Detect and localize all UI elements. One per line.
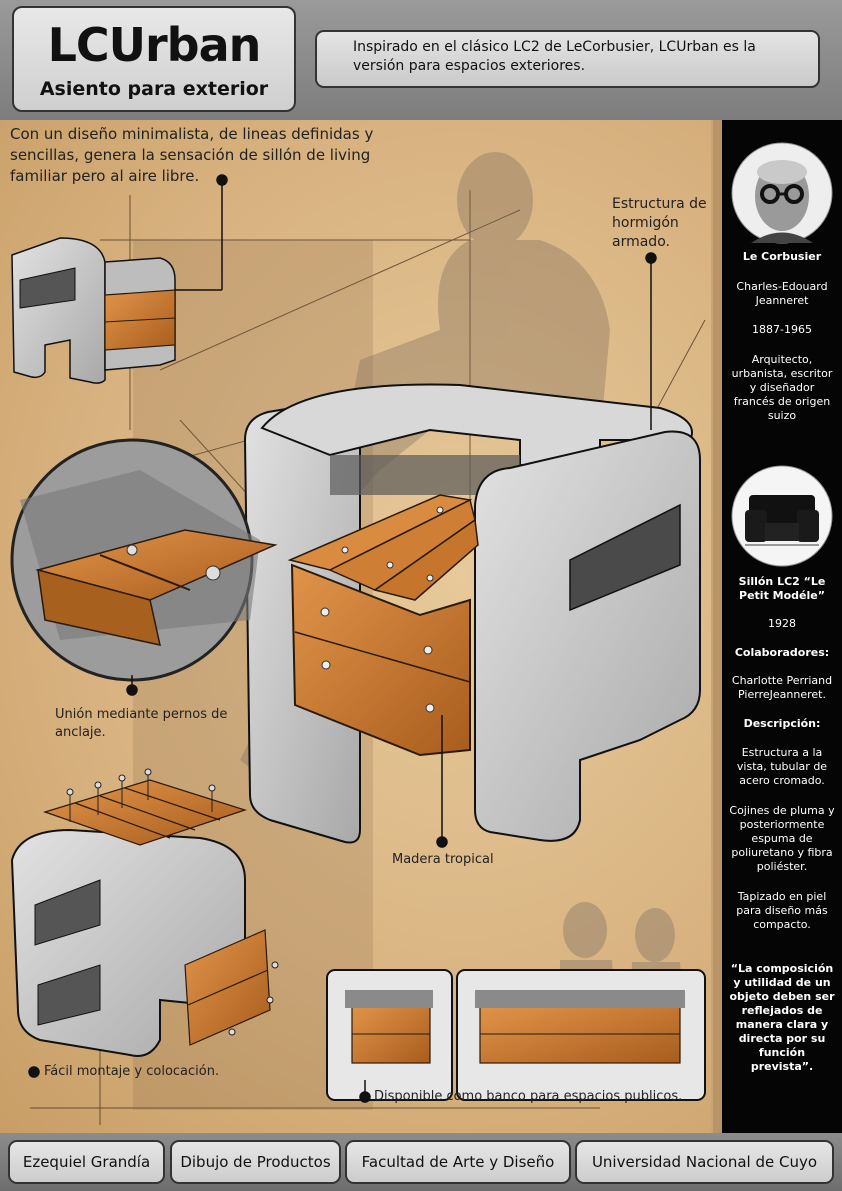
structure-caption: Estructura de hormigón armado. [612, 196, 707, 250]
architect-name: Le Corbusier [742, 250, 822, 263]
architect-years: 1887-1965 [752, 323, 812, 336]
chair-side-window [569, 503, 681, 612]
bench-drawings [326, 902, 706, 1101]
seat-slats [287, 494, 479, 601]
intro-text-box: Inspirado en el clásico LC2 de LeCorbusi… [315, 30, 820, 88]
collaborators-title: Colaboradores: [734, 646, 830, 659]
description-item-2: Cojines de pluma y posteriormente espuma… [729, 804, 835, 873]
small-chair-drawing [11, 237, 176, 384]
page-subtitle: Asiento para exterior [39, 78, 269, 100]
architect-profession: Arquitecto, urbanista, escritor y diseña… [731, 353, 833, 422]
chair-illustration [10, 152, 706, 1125]
architect-real-name: Charles-Edouard Jeanneret [736, 280, 828, 307]
page-title: LCUrban [47, 18, 262, 72]
bench-caption: Disponible como banco para espacios publ… [374, 1089, 683, 1104]
title-box: LCUrban Asiento para exterior [12, 6, 296, 112]
wood-caption: Madera tropical [392, 852, 494, 867]
footer-university: Universidad Nacional de Cuyo [575, 1140, 834, 1184]
description-item-1: Estructura a la vista, tubular de acero … [736, 746, 828, 787]
joint-caption: Unión mediante pernos de anclaje. [55, 707, 228, 740]
description-item-3: Tapizado en piel para diseño más compact… [736, 890, 828, 931]
divider-stripe [711, 120, 723, 1133]
joint-detail-circle [10, 438, 278, 682]
footer-author: Ezequiel Grandía [8, 1140, 165, 1184]
assembly-caption: Fácil montaje y colocación. [44, 1064, 220, 1079]
footer-course: Dibujo de Productos [170, 1140, 341, 1184]
le-corbusier-portrait [731, 142, 833, 244]
design-caption: Con un diseño minimalista, de lineas def… [10, 125, 374, 185]
collaborators-list: Charlotte Perriand PierreJeanneret. [731, 674, 833, 701]
chair-right-side [474, 430, 701, 842]
lc2-chair-photo [731, 465, 833, 567]
bolt-icons [320, 506, 444, 713]
footer-faculty: Facultad de Arte y Diseño [345, 1140, 571, 1184]
quote-text: “La composición y utilidad de un objeto … [729, 962, 835, 1073]
description-title: Descripción: [743, 717, 821, 730]
front-wood-block [290, 563, 471, 757]
sidebar-info: Le Corbusier Charles-Edouard Jeanneret 1… [722, 120, 842, 1133]
leader-lines [28, 174, 657, 1103]
exploded-view-drawing [10, 768, 279, 1057]
chair-name: Sillón LC2 “Le Petit Modéle” [738, 575, 826, 602]
chair-top-frame [260, 383, 693, 472]
chair-year: 1928 [768, 617, 796, 630]
